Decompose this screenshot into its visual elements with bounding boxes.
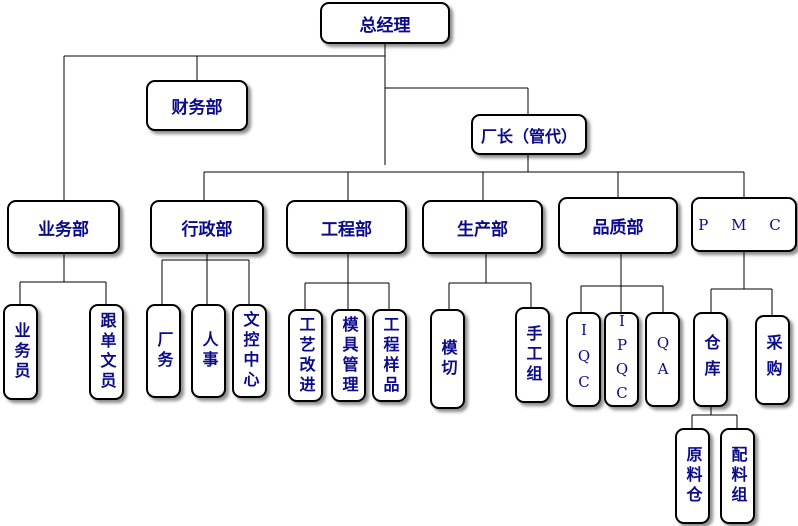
dept-sales-box: 业务部 (7, 200, 120, 254)
unit-sales-clerk-box: 业务员 (3, 304, 38, 400)
dept-admin-box: 行政部 (150, 200, 264, 254)
unit-ipqc-box: IPQC (604, 312, 639, 408)
dept-quality-box: 品质部 (558, 197, 678, 254)
unit-raw-material-warehouse-box: 原料仓 (675, 428, 710, 524)
unit-iqc-box: IQC (566, 312, 601, 407)
factory-manager-box: 厂长（管代） (471, 114, 587, 155)
unit-qa-box: QA (645, 312, 680, 407)
unit-die-cutting-box: 模切 (430, 309, 465, 409)
unit-document-center-box: 文控中心 (232, 304, 267, 398)
unit-order-clerk-box: 跟单文员 (89, 304, 124, 400)
unit-batching-team-box: 配料组 (720, 428, 755, 524)
unit-purchasing-box: 采购 (755, 315, 790, 405)
dept-engineering-box: 工程部 (286, 200, 407, 254)
dept-production-box: 生产部 (422, 200, 543, 254)
unit-hr-box: 人事 (191, 304, 226, 398)
unit-engineering-samples-box: 工程样品 (372, 309, 407, 402)
unit-warehouse-box: 仓库 (693, 312, 728, 407)
unit-manual-team-box: 手工组 (515, 307, 550, 403)
ceo-box: 总经理 (320, 2, 450, 44)
unit-general-affairs-box: 厂务 (146, 304, 181, 398)
unit-process-improvement-box: 工艺改进 (288, 309, 323, 402)
unit-mold-management-box: 模具管理 (331, 309, 366, 402)
dept-pmc-box: P M C (691, 197, 797, 252)
finance-box: 财务部 (146, 80, 248, 131)
